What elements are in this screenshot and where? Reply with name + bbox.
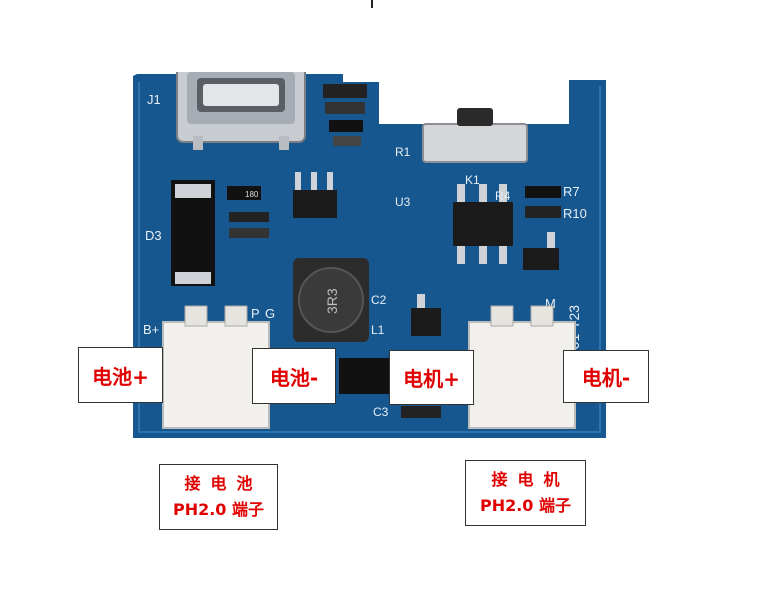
silk-r7: R7 <box>563 184 580 199</box>
battery-plus-label: 电池+ <box>78 347 163 403</box>
silk-bplus: B+ <box>143 322 159 337</box>
silk-r4: R4 <box>495 189 511 203</box>
motor-terminal-note: 接电机 PH2.0 端子 <box>465 460 586 526</box>
battery-connector <box>162 305 270 429</box>
silk-d3: D3 <box>145 228 162 243</box>
motor-plus-label: 电机+ <box>389 350 474 405</box>
battery-terminal-note: 接电池 PH2.0 端子 <box>159 464 278 530</box>
silk-u3: U3 <box>395 195 411 209</box>
motor-minus-label: 电机- <box>563 350 649 403</box>
top-tick-mark <box>371 0 373 8</box>
silk-p: P <box>251 306 260 321</box>
motor-connector <box>468 305 576 429</box>
motor-note-line2: PH2.0 端子 <box>479 496 572 515</box>
usb-connector <box>176 72 306 150</box>
pcb-board-photo: J1 D3 180 R1 U3 K1 R4 R7 R10 3R3 C2 L1 <box>133 72 606 438</box>
silk-g: G <box>265 306 275 321</box>
silk-chip180: 180 <box>245 190 259 199</box>
battery-minus-label: 电池- <box>252 348 336 404</box>
silk-j1: J1 <box>147 92 161 107</box>
silk-k1: K1 <box>465 173 480 187</box>
battery-note-line1: 接电池 <box>184 474 263 493</box>
silk-inductor: 3R3 <box>324 288 340 314</box>
battery-note-line2: PH2.0 端子 <box>172 500 265 519</box>
silk-r1: R1 <box>395 145 411 159</box>
silk-c2: C2 <box>371 293 387 307</box>
silk-l1: L1 <box>371 323 385 337</box>
silk-r10: R10 <box>563 206 587 221</box>
motor-note-line1: 接电机 <box>491 470 570 489</box>
silk-c3: C3 <box>373 405 389 419</box>
inductor: 3R3 <box>293 258 369 342</box>
silk-m: M <box>545 296 556 311</box>
